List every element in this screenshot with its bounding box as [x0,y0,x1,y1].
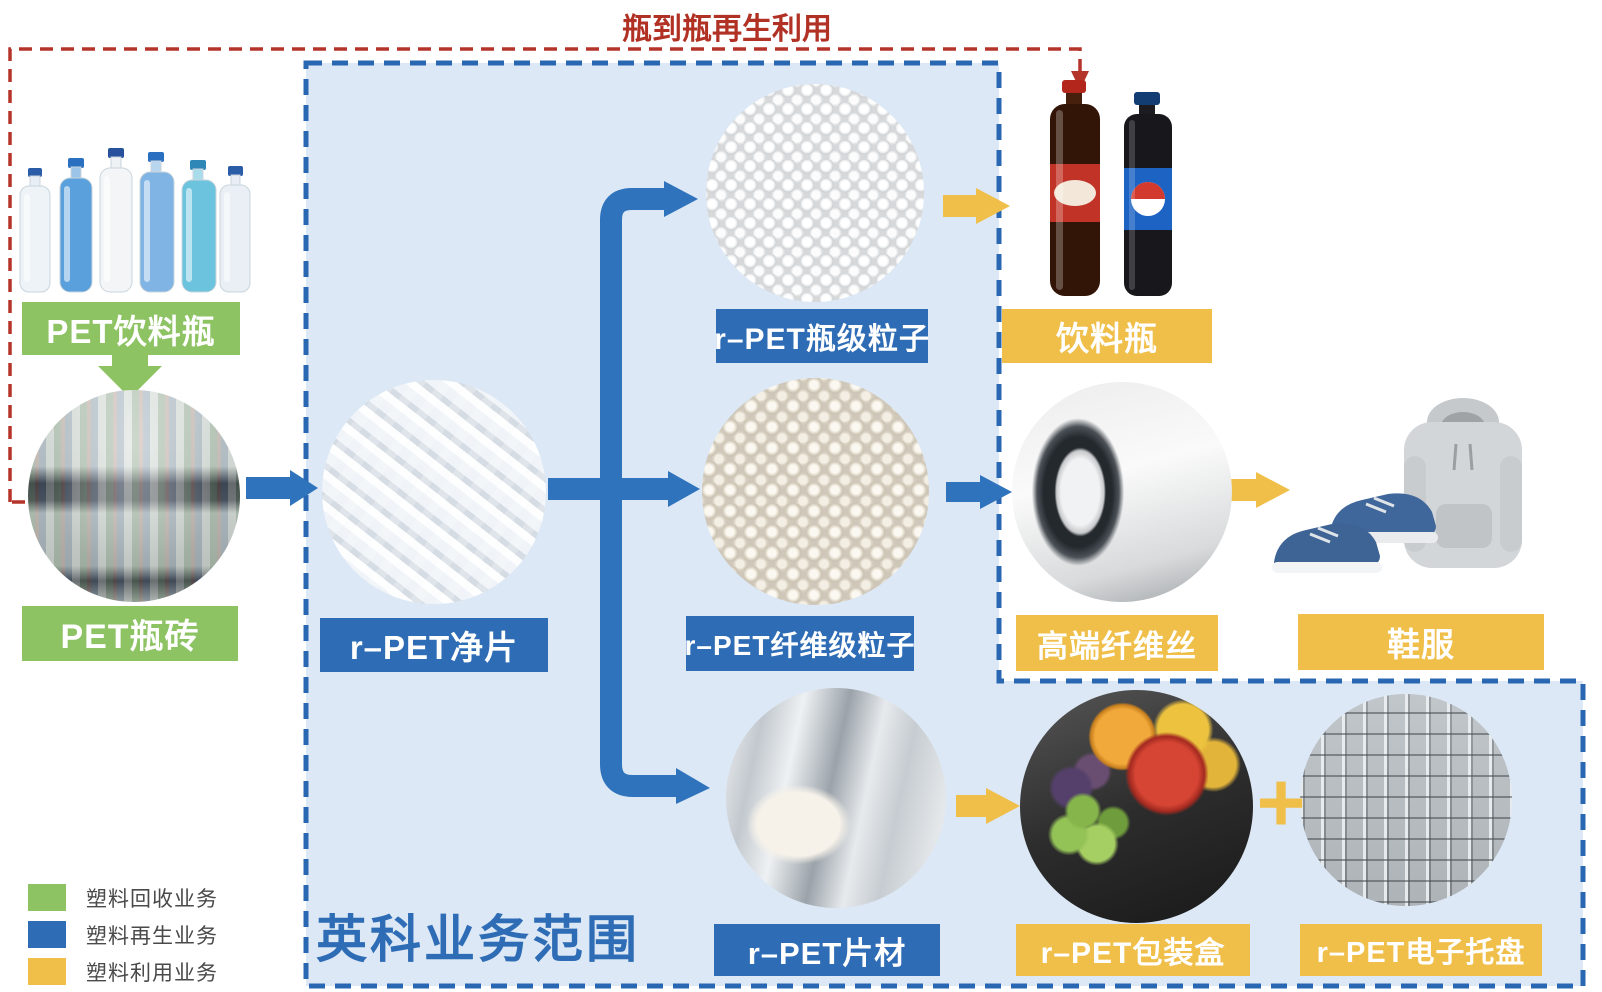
rpet-sheet-roll-photo [726,688,946,908]
label-fiber-yarn: 高端纤维丝 [1016,615,1218,671]
plus-connector: + [1256,755,1306,849]
fiber-grade-pellets-photo [702,378,929,605]
blue-flow-arrows [246,181,1012,804]
legend-label-recycle: 塑料回收业务 [86,887,218,911]
legend-swatch-green [28,884,66,911]
label-shoes-apparel: 鞋服 [1298,614,1544,670]
arrow-branch-down [600,489,676,797]
packaging-box-photo [1020,690,1253,923]
legend-label-regenerate: 塑料再生业务 [86,924,218,948]
arrowhead-bale-to-flakes-icon [290,470,318,506]
arrowhead-fiber-pellets-to-yarn-icon [980,475,1012,509]
pet-bottles-photo [19,148,251,293]
label-rpet-packaging: r–PET包装盒 [1016,924,1250,976]
yellow-flow-arrows [943,188,1290,824]
label-pet-bales: PET瓶砖 [22,606,238,661]
label-fiber-grade-pellets: r–PET纤维级粒子 [685,616,914,671]
legend-row-recycle: 塑料回收业务 [28,884,218,911]
label-rpet-flakes: r–PET净片 [320,618,548,672]
legend-row-regenerate: 塑料再生业务 [28,921,218,948]
arrow-branch-up [600,188,664,489]
arrowhead-branch-down-icon [676,768,710,804]
rpet-flakes-photo [322,380,546,604]
legend-swatch-yellow [28,958,66,985]
label-pet-bottles: PET饮料瓶 [22,302,240,355]
label-rpet-sheet: r–PET片材 [714,924,940,976]
arrowhead-sheet-to-packaging-icon [986,788,1020,824]
fiber-yarn-spool-photo [1012,382,1232,602]
shoes-apparel-photo [1272,398,1522,573]
loop-title: 瓶到瓶再生利用 [622,13,832,46]
business-scope-box-border [303,60,1586,989]
legend: 塑料回收业务 塑料再生业务 塑料利用业务 [28,884,218,992]
legend-row-utilize: 塑料利用业务 [28,958,218,985]
legend-label-utilize: 塑料利用业务 [86,961,218,985]
arrowhead-flakes-to-fiber-pellets-icon [668,471,700,507]
beverage-bottles-photo [1050,80,1172,296]
arrowhead-branch-up-icon [664,181,698,217]
label-beverage-bottles: 饮料瓶 [1002,309,1212,363]
bottle-loop-dashed-line [8,47,1082,504]
label-bottle-grade-pellets: r–PET瓶级粒子 [714,309,929,363]
arrowhead-pellets-to-bottles-icon [976,188,1010,224]
legend-swatch-blue [28,921,66,948]
electronic-tray-photo [1300,694,1512,906]
pet-bale-photo [28,390,240,602]
label-rpet-tray: r–PET电子托盘 [1300,924,1542,976]
arrow-bottles-to-bale-icon [98,352,162,398]
arrowhead-yarn-to-apparel-icon [1256,472,1290,508]
business-scope-caption: 英科业务范围 [316,911,641,968]
bottle-grade-pellets-photo [706,84,924,302]
